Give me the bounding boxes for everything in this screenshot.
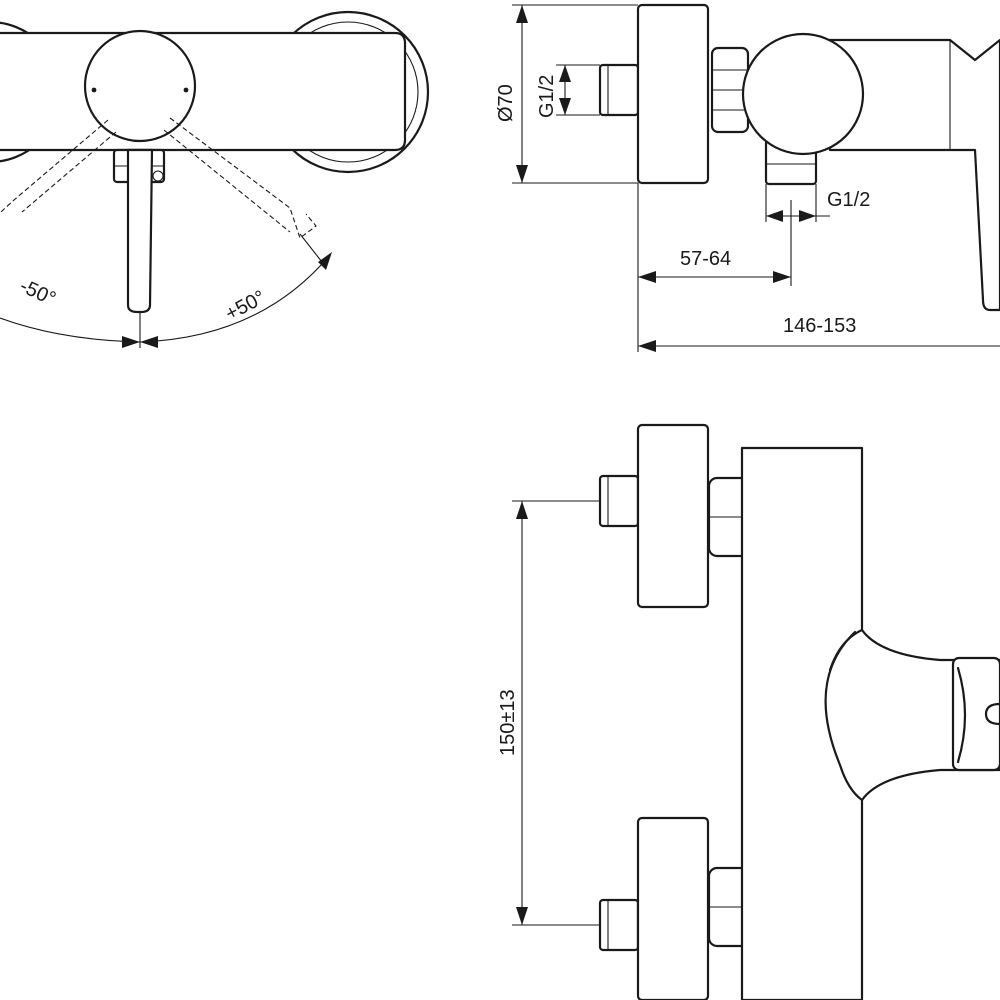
label-thread-inlet: G1/2 [536,75,558,118]
label-depth: 146-153 [783,315,856,337]
front-lever [126,148,154,314]
top-lever-curve-inner [828,628,864,672]
arrow-inlet-bottom [559,98,571,115]
arrow-outlet-right [799,210,816,222]
rotation-ext-line [299,233,323,263]
top-handle-curve [956,666,967,764]
front-cap-dot-left [91,87,97,93]
arrow-outlet-left [766,210,783,222]
arrow-depth-left [638,340,656,352]
front-lever-knob [152,170,164,182]
rotation-ghost-right-b [163,129,291,233]
arrow-centers-top [516,501,528,519]
arrow-offset-left [638,271,656,283]
top-view: 150±13 [497,423,1000,1000]
front-view: -50° +50° [0,10,430,348]
top-handle-knob [984,702,1000,726]
side-handle-body [741,32,865,156]
top-escutcheon-lower [636,816,710,1000]
arrow-diameter-top [516,5,528,23]
label-rotation-neg: -50° [16,275,59,311]
arrow-centers-bottom [516,907,528,925]
side-view: Ø70 G1/2 G1/2 57-64 146-153 [495,3,1000,352]
arrow-arc-left-end [122,336,140,348]
label-thread-outlet: G1/2 [827,189,870,211]
label-diameter: Ø70 [495,84,517,122]
front-mixer-body [0,31,407,152]
rotation-ghost-left-b [21,131,117,213]
front-cap-dot-right [183,87,189,93]
arrow-offset-right [773,271,791,283]
side-inlet-stub [598,63,640,117]
rotation-ghost-left-a [0,119,109,214]
top-inlet-stub-upper [598,474,640,528]
arrow-arc-right-end [318,252,332,270]
rotation-ghost-right-a [169,117,317,239]
front-handle-cap [83,29,197,143]
side-escutcheon [636,3,710,185]
arrow-inlet-top [559,65,571,82]
label-offset: 57-64 [680,248,731,270]
top-inlet-stub-lower [598,898,640,952]
top-handle [951,656,1000,772]
arrow-diameter-bottom [516,165,528,183]
top-mixer-body [740,446,1000,1000]
label-centers: 150±13 [497,689,519,756]
rotation-arc-left [0,317,141,343]
arrow-arc-right-start [140,336,158,348]
top-escutcheon-upper [636,423,710,609]
rotation-arc-right [139,254,331,343]
